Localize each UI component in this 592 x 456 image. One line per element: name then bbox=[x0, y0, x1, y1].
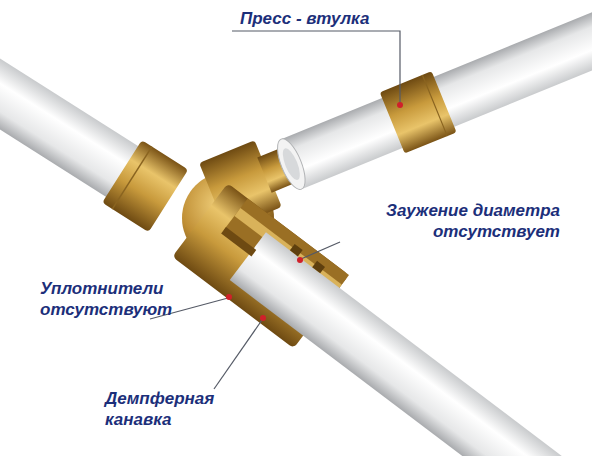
callout-label: Уплотнители отсутствуют bbox=[40, 278, 180, 320]
callout-label: Заужение диаметра отсутствует bbox=[345, 200, 560, 242]
right-pipe bbox=[199, 0, 592, 230]
callout-label: Пресс - втулка bbox=[240, 8, 420, 29]
leader-dots bbox=[226, 102, 403, 321]
callout-label: Демпферная канавка bbox=[105, 388, 230, 430]
bottom-pipe bbox=[172, 183, 592, 456]
left-pipe bbox=[0, 44, 188, 232]
leader-lines bbox=[150, 31, 400, 389]
